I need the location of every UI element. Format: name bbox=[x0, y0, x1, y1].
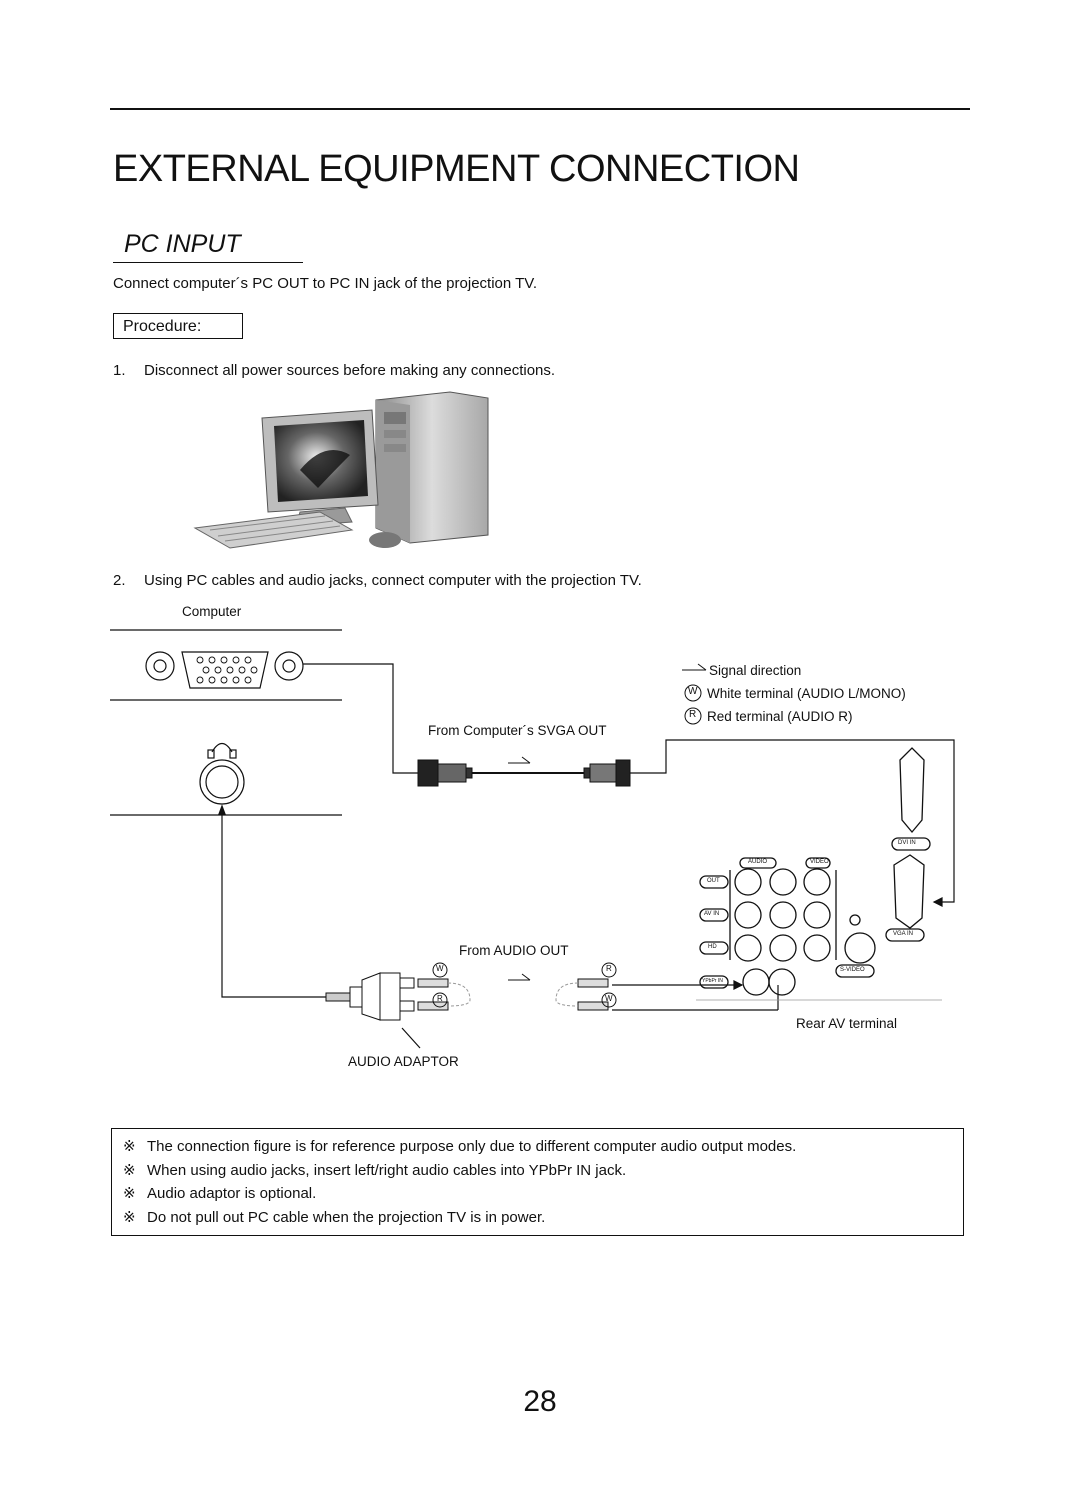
note-item: ※ The connection figure is for reference … bbox=[123, 1135, 963, 1159]
white-marker: W bbox=[605, 994, 613, 1003]
intro-text: Connect computer´s PC OUT to PC IN jack … bbox=[113, 275, 538, 292]
note-text: When using audio jacks, insert left/righ… bbox=[147, 1161, 627, 1179]
panel-tag-out: OUT bbox=[707, 878, 720, 884]
red-marker: R bbox=[437, 994, 443, 1003]
panel-tag-audio: AUDIO bbox=[748, 859, 768, 865]
legend-white: White terminal (AUDIO L/MONO) bbox=[707, 686, 906, 701]
audio-adaptor-label: AUDIO ADAPTOR bbox=[348, 1054, 459, 1069]
panel-tag-s-video: S-VIDEO bbox=[840, 967, 865, 973]
step-number: 2. bbox=[113, 572, 126, 589]
page-number: 28 bbox=[523, 1385, 557, 1418]
step-2: 2. Using PC cables and audio jacks, conne… bbox=[113, 572, 642, 589]
note-item: ※ When using audio jacks, insert left/rig… bbox=[123, 1159, 963, 1183]
header-rule bbox=[110, 108, 970, 110]
white-marker: W bbox=[688, 686, 698, 697]
red-marker: R bbox=[606, 964, 612, 973]
red-marker: R bbox=[689, 709, 697, 720]
rear-av-label: Rear AV terminal bbox=[796, 1016, 898, 1031]
section-title: PC INPUT bbox=[124, 230, 241, 258]
notes-box: ※ The connection figure is for reference … bbox=[111, 1128, 964, 1236]
svga-label: From Computer´s SVGA OUT bbox=[428, 723, 607, 738]
step-text: Disconnect all power sources before maki… bbox=[144, 362, 556, 379]
panel-tag-dvi-in: DVI IN bbox=[898, 840, 916, 846]
step-number: 1. bbox=[113, 362, 126, 379]
note-item: ※ Audio adaptor is optional. bbox=[123, 1182, 963, 1206]
legend-red: Red terminal (AUDIO R) bbox=[707, 709, 853, 724]
panel-tag-vga-in: VGA IN bbox=[893, 931, 914, 937]
procedure-label: Procedure: bbox=[113, 313, 243, 339]
panel-tag-av-in: AV IN bbox=[704, 911, 720, 917]
note-text: The connection figure is for reference p… bbox=[147, 1138, 797, 1155]
note-mark: ※ bbox=[123, 1208, 136, 1226]
page-title: EXTERNAL EQUIPMENT CONNECTION bbox=[113, 148, 800, 190]
panel-tag-ypbpr-in: YPbPr IN bbox=[702, 978, 723, 984]
note-text: Do not pull out PC cable when the projec… bbox=[147, 1208, 546, 1226]
note-mark: ※ bbox=[123, 1161, 136, 1179]
white-marker: W bbox=[436, 964, 444, 973]
panel-tag-video: VIDEO bbox=[810, 859, 829, 865]
audio-out-label: From AUDIO OUT bbox=[459, 943, 569, 958]
note-mark: ※ bbox=[123, 1185, 136, 1202]
step-1: 1. Disconnect all power sources before ma… bbox=[113, 362, 555, 379]
section-underline bbox=[113, 262, 303, 263]
computer-label: Computer bbox=[182, 604, 242, 619]
note-mark: ※ bbox=[123, 1138, 136, 1155]
step-text: Using PC cables and audio jacks, connect… bbox=[144, 572, 642, 589]
legend-signal: Signal direction bbox=[709, 663, 802, 678]
note-item: ※ Do not pull out PC cable when the proje… bbox=[123, 1206, 963, 1230]
panel-tag-hd: HD bbox=[708, 944, 717, 950]
note-text: Audio adaptor is optional. bbox=[147, 1185, 317, 1202]
